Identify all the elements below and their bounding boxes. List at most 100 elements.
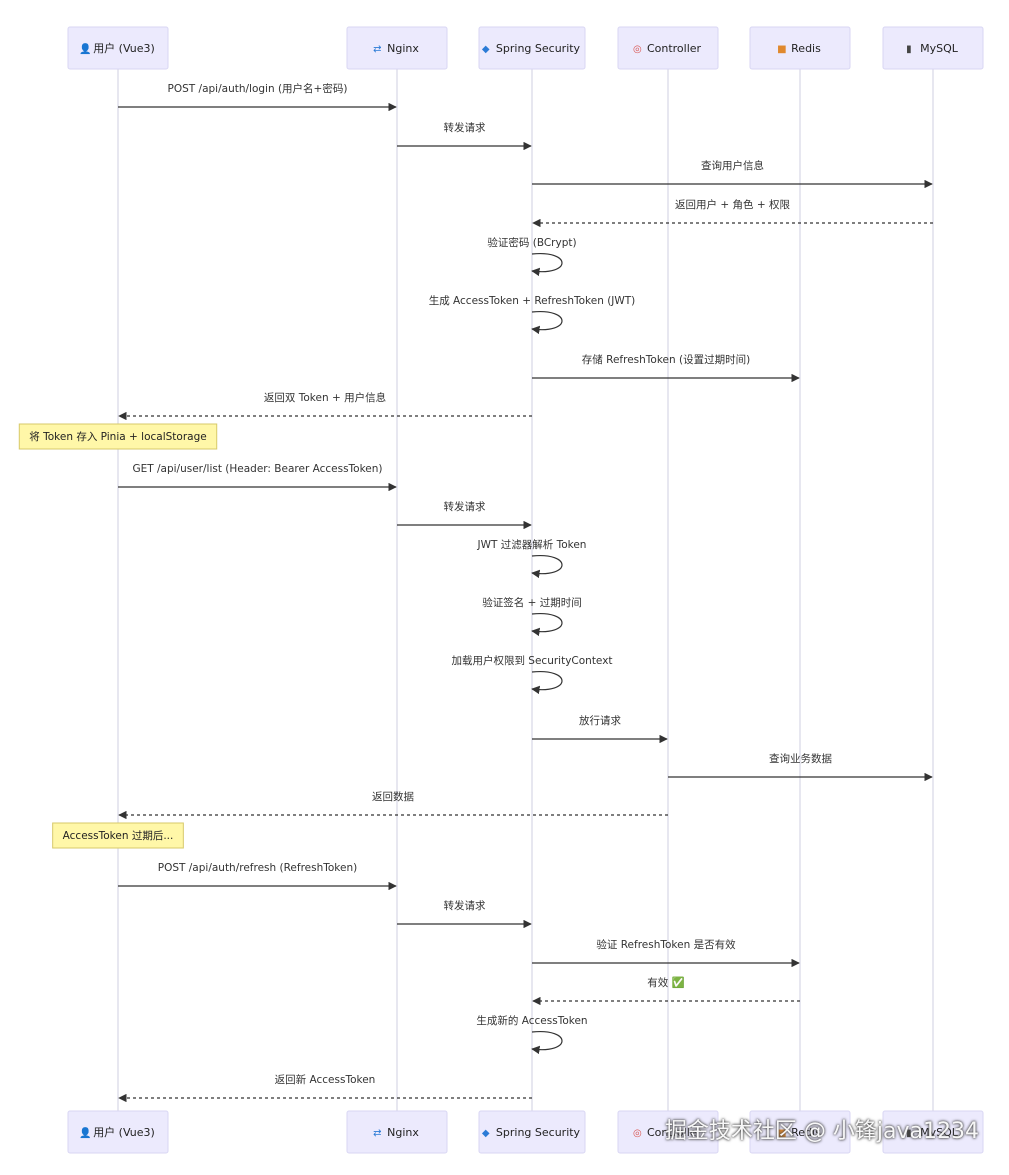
message-label: 查询业务数据 [769, 752, 832, 765]
participant-box [749, 1110, 851, 1154]
message-label: 加载用户权限到 SecurityContext [451, 654, 612, 667]
message: 验证 RefreshToken 是否有效 [532, 938, 800, 968]
message: JWT 过滤器解析 Token [477, 538, 587, 579]
participant-box [882, 26, 984, 70]
message-label: POST /api/auth/login (用户名+密码) [168, 82, 348, 95]
message: 加载用户权限到 SecurityContext [451, 654, 613, 695]
participant-label: 用户 (Vue3) [93, 41, 155, 55]
participant-mysql-top: ▮ MySQL [882, 26, 984, 70]
message: GET /api/user/list (Header: Bearer Acces… [118, 463, 397, 492]
message-label: 返回新 AccessToken [275, 1073, 376, 1086]
message-label: 查询用户信息 [701, 159, 764, 172]
message-label: 转发请求 [444, 899, 486, 912]
message: 查询用户信息 [532, 159, 933, 189]
participant-label: Controller [647, 1126, 702, 1139]
message: 查询业务数据 [668, 752, 933, 782]
message: 转发请求 [397, 121, 532, 151]
message-label: 返回双 Token + 用户信息 [264, 391, 386, 404]
message-label: 验证签名 + 过期时间 [482, 596, 581, 609]
message-label: 返回用户 + 角色 + 权限 [675, 198, 790, 211]
message-label: 有效 ✅ [647, 976, 684, 989]
message: 返回用户 + 角色 + 权限 [532, 198, 933, 228]
user-icon: 👤 [79, 42, 91, 55]
self-message-arrow [531, 1031, 563, 1055]
message-label: POST /api/auth/refresh (RefreshToken) [158, 862, 357, 874]
self-message-arrow [531, 555, 563, 579]
self-message-arrow [531, 671, 563, 695]
target-icon: ◎ [633, 1128, 642, 1139]
message: 转发请求 [397, 899, 532, 929]
database-icon: ▮ [906, 44, 912, 55]
note: 将 Token 存入 Pinia + localStorage [18, 423, 218, 450]
cube-icon: ■ [777, 44, 786, 55]
message: 放行请求 [532, 714, 668, 744]
shield-icon: ◆ [482, 44, 490, 55]
message-label: JWT 过滤器解析 Token [477, 538, 587, 551]
participant-label: 用户 (Vue3) [93, 1125, 155, 1139]
participant-box [617, 1110, 719, 1154]
participant-box [478, 26, 586, 70]
participant-label: MySQL [920, 42, 959, 55]
participant-box [749, 26, 851, 70]
participant-label: Controller [647, 42, 702, 55]
participant-label: Nginx [387, 1126, 419, 1139]
note-box [52, 822, 184, 849]
participant-mysql-bottom: ▮MySQL [882, 1110, 984, 1154]
message: POST /api/auth/login (用户名+密码) [118, 82, 397, 112]
message: 生成 AccessToken + RefreshToken (JWT) [429, 294, 636, 335]
participant-nginx-top: ⇄ Nginx [346, 26, 448, 70]
message: 返回双 Token + 用户信息 [118, 391, 532, 421]
watermark-text: 掘金技术社区 @ 小锋java1234 [664, 1119, 979, 1144]
participant-label: Spring Security [496, 42, 581, 55]
participant-redis-bottom: ■ Redis [749, 1110, 851, 1154]
user-icon: 👤 [79, 1126, 91, 1139]
participant-controller-top: ◎ Controller [617, 26, 719, 70]
message: POST /api/auth/refresh (RefreshToken) [118, 862, 397, 891]
participant-box [67, 1110, 169, 1154]
message-label: 验证密码 (BCrypt) [487, 236, 576, 249]
message-label: GET /api/user/list (Header: Bearer Acces… [132, 463, 382, 475]
message: 生成新的 AccessToken [476, 1014, 588, 1055]
note-box [18, 423, 218, 450]
note-text: AccessToken 过期后... [63, 829, 174, 842]
participant-nginx-bottom: ⇄ Nginx [346, 1110, 448, 1154]
participant-label: Spring Security [496, 1126, 581, 1139]
message-label: 转发请求 [444, 500, 486, 513]
message-label: 返回数据 [372, 790, 414, 803]
participant-box [346, 1110, 448, 1154]
participant-label: Redis [791, 42, 821, 55]
message: 验证密码 (BCrypt) [487, 236, 577, 277]
self-message-arrow [531, 613, 563, 637]
message-label: 生成新的 AccessToken [476, 1014, 587, 1027]
participant-redis-top: ■ Redis [749, 26, 851, 70]
participant-controller-bottom: ◎ Controller [617, 1110, 719, 1154]
participant-box [882, 1110, 984, 1154]
shuffle-icon: ⇄ [373, 1128, 381, 1139]
target-icon: ◎ [633, 44, 642, 55]
participant-security-bottom: ◆Spring Security [478, 1110, 586, 1154]
message-label: 放行请求 [579, 714, 621, 727]
participant-box [346, 26, 448, 70]
message: 返回数据 [118, 790, 668, 820]
note: AccessToken 过期后... [52, 822, 184, 849]
note-text: 将 Token 存入 Pinia + localStorage [29, 430, 206, 443]
participant-box [478, 1110, 586, 1154]
cube-icon: ■ [777, 1128, 786, 1139]
message: 转发请求 [397, 500, 532, 530]
participant-user-bottom: 👤用户 (Vue3) [67, 1110, 169, 1154]
participant-box [67, 26, 169, 70]
shuffle-icon: ⇄ [373, 44, 381, 55]
participant-user-top: 👤用户 (Vue3) [67, 26, 169, 70]
participant-label: Nginx [387, 42, 419, 55]
message: 存储 RefreshToken (设置过期时间) [532, 353, 800, 383]
participant-box [617, 26, 719, 70]
database-icon: ▮ [906, 1128, 912, 1139]
participant-label: Redis [791, 1126, 821, 1139]
self-message-arrow [531, 311, 563, 335]
self-message-arrow [531, 253, 563, 277]
message-label: 转发请求 [444, 121, 486, 134]
message-label: 验证 RefreshToken 是否有效 [596, 938, 736, 951]
message: 有效 ✅ [532, 976, 800, 1006]
message-label: 生成 AccessToken + RefreshToken (JWT) [429, 294, 636, 307]
